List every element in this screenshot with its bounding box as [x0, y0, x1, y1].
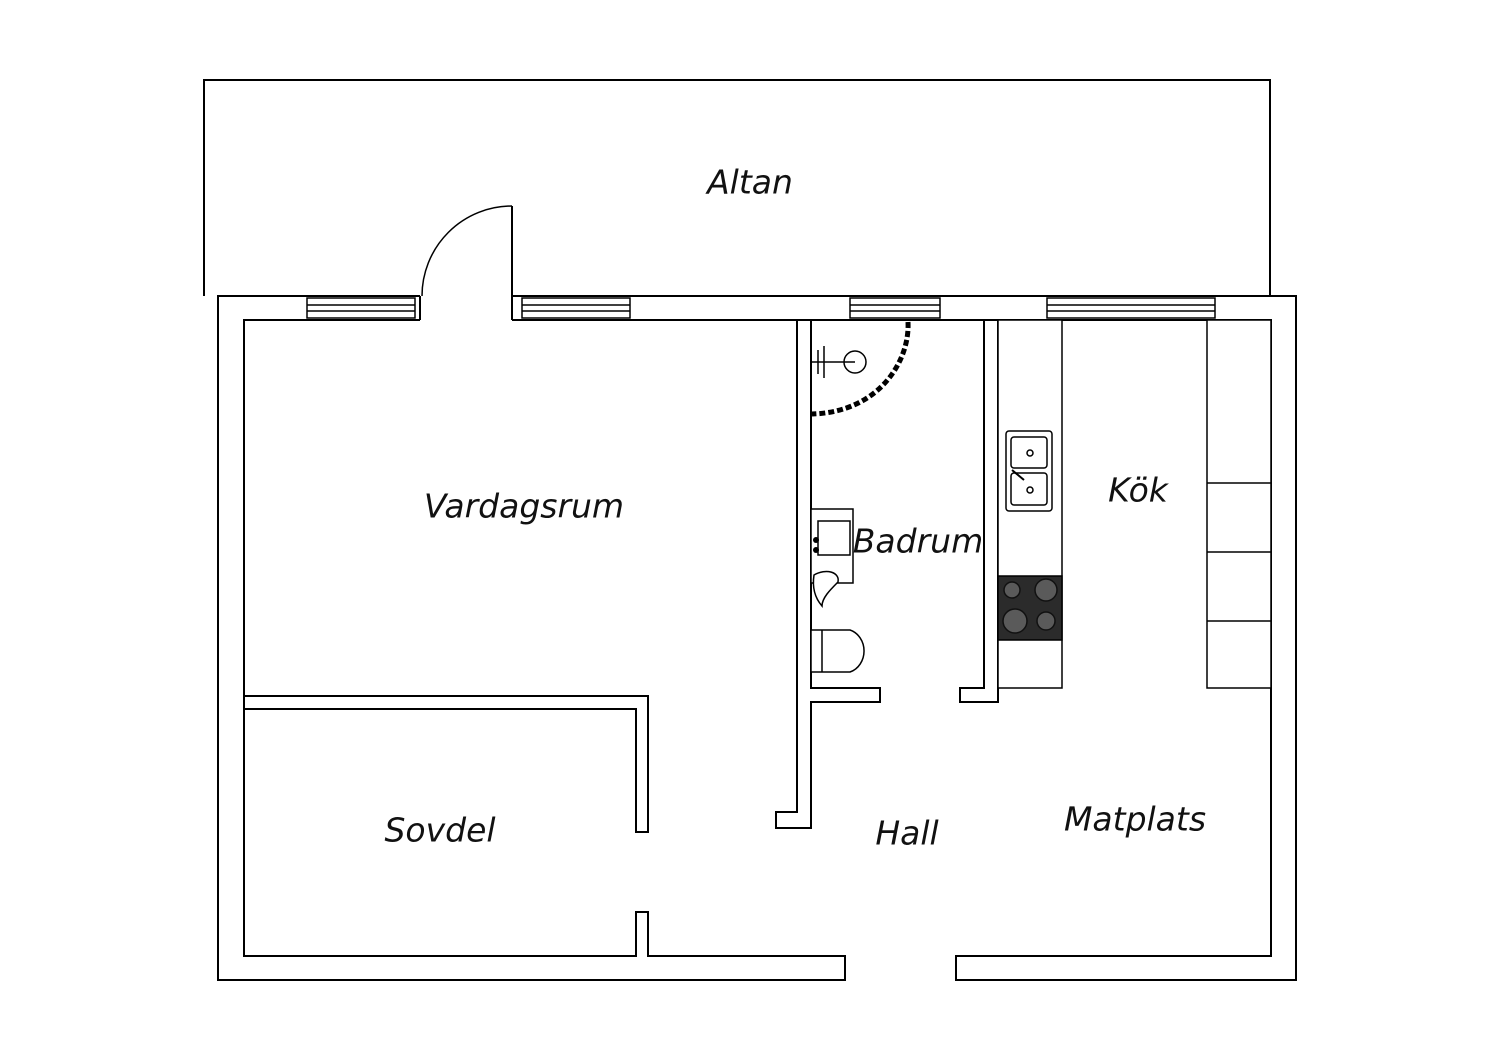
window-4: [1046, 297, 1216, 319]
label-sovdel: Sovdel: [384, 811, 495, 850]
window-1: [306, 297, 416, 319]
label-badrum: Badrum: [853, 522, 983, 561]
label-altan: Altan: [705, 163, 793, 202]
bathroom-sink: [810, 508, 854, 608]
label-hall: Hall: [875, 814, 938, 853]
bathroom-fixtures: [810, 321, 911, 673]
exterior-walls: [217, 295, 1297, 981]
label-matplats: Matplats: [1064, 800, 1206, 839]
window-2: [521, 297, 631, 319]
windows: [306, 297, 1216, 319]
window-3: [849, 297, 941, 319]
toilet: [810, 629, 865, 673]
label-vardagsrum: Vardagsrum: [424, 487, 624, 526]
room-labels: Altan Vardagsrum Badrum Kök Sovdel Hall …: [384, 163, 1206, 853]
stove: [997, 575, 1063, 641]
label-kok: Kök: [1108, 471, 1170, 510]
kitchen-fixtures: [997, 319, 1272, 689]
kitchen-sink: [1005, 430, 1053, 512]
altan-area: [203, 79, 1271, 296]
shower: [811, 321, 911, 417]
balcony-door: [419, 205, 513, 322]
kitchen-cabinets-east: [1206, 319, 1272, 689]
interior-walls: [243, 319, 999, 833]
